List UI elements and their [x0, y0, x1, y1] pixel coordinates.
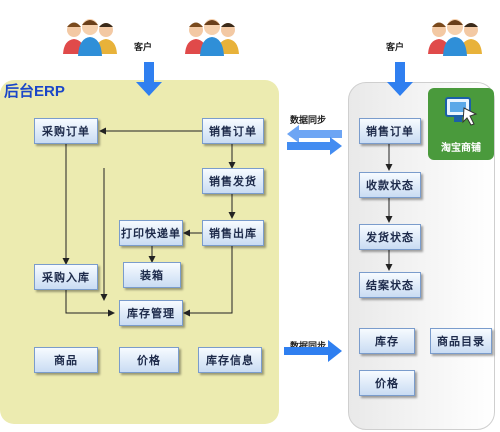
node-sales-shipping: 销售发货 [202, 168, 264, 194]
node-purchase-order: 采购订单 [34, 118, 98, 144]
node-price: 价格 [119, 347, 179, 373]
node-shop-sales-order: 销售订单 [359, 118, 421, 144]
erp-title: 后台ERP [4, 83, 65, 100]
customer-group-icon [185, 19, 239, 56]
customer-arrow-down [387, 62, 413, 96]
sync-arrow-left [287, 125, 342, 143]
node-packing: 装箱 [123, 262, 181, 288]
customer-label: 客户 [386, 43, 405, 53]
node-inventory-info: 库存信息 [198, 347, 262, 373]
customer-group-icon [428, 19, 482, 56]
node-inventory: 库存 [359, 328, 415, 354]
node-settlement-status: 结案状态 [359, 272, 421, 298]
node-sales-order: 销售订单 [202, 118, 264, 144]
taobao-shop-icon [445, 97, 478, 126]
sync-arrow-right [284, 340, 342, 362]
node-purchase-inbound: 采购入库 [34, 264, 98, 290]
node-goods: 商品 [34, 347, 98, 373]
node-print-waybill: 打印快递单 [119, 220, 183, 246]
sync-label: 数据同步 [290, 116, 327, 126]
node-sales-outbound: 销售出库 [202, 220, 264, 246]
node-shop-price: 价格 [359, 370, 415, 396]
customer-group-icon [63, 19, 117, 56]
taobao-shop-logo: 淘宝商铺 [428, 88, 494, 160]
sync-arrow-right [287, 137, 342, 155]
customer-arrow-down [136, 62, 162, 96]
taobao-shop-label: 淘宝商铺 [441, 143, 481, 154]
node-shipping-status: 发货状态 [359, 224, 421, 250]
customer-label: 客户 [134, 43, 153, 53]
node-product-catalog: 商品目录 [430, 328, 492, 354]
node-inventory-management: 库存管理 [119, 300, 183, 326]
node-payment-status: 收款状态 [359, 172, 421, 198]
